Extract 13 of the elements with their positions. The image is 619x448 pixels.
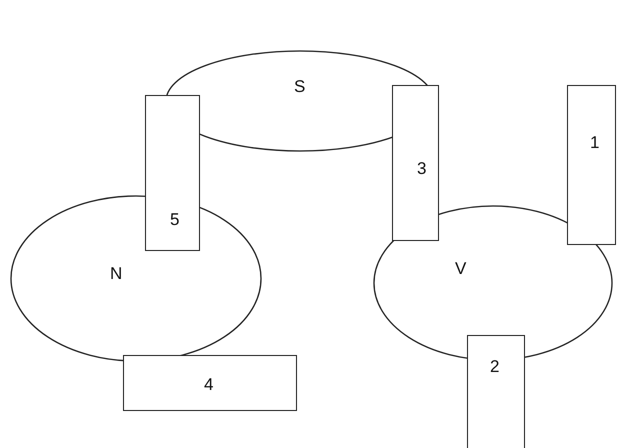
rectangle-box [392,85,439,241]
rectangle-box [467,335,525,448]
node-label: N [110,265,122,282]
rectangle-box [567,85,616,245]
node-label: 3 [417,160,426,177]
rectangle-box [145,95,200,251]
node-label: V [455,260,466,277]
rectangle-box [123,355,297,411]
node-label: 4 [204,376,214,393]
node-label: 2 [490,358,500,375]
node-label: S [294,78,306,95]
node-label: 1 [590,134,600,151]
node-label: 5 [170,211,180,228]
